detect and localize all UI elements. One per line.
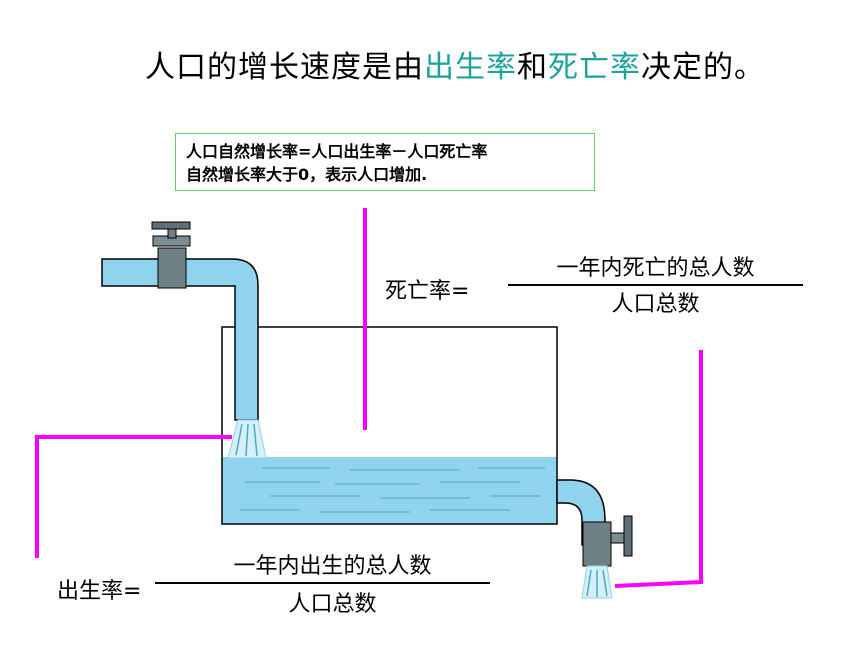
water-ripples (240, 467, 545, 513)
birth-rate-denominator: 人口总数 (288, 592, 377, 617)
inlet-faucet (151, 221, 191, 289)
natural-growth-formula: 人口自然增长率=人口出生率－人口死亡率 (186, 142, 488, 161)
death-rate-numerator: 一年内死亡的总人数 (556, 256, 755, 281)
birth-rate-numerator: 一年内出生的总人数 (233, 554, 432, 579)
headline-part1: 人口的增长速度是由 (145, 50, 424, 85)
outlet-faucet (582, 515, 633, 567)
headline-death-rate: 死亡率 (548, 50, 641, 85)
birth-rate-fraction-bar (155, 582, 490, 584)
birth-rate-label: 出生率= (57, 579, 142, 604)
headline: 人口的增长速度是由出生率和死亡率决定的。 (145, 42, 765, 86)
death-pointer-line (614, 350, 703, 588)
inlet-stream-lines (235, 423, 258, 457)
tank-water (222, 457, 557, 524)
birth-pointer-line (35, 435, 232, 558)
natural-growth-note: 自然增长率大于0，表示人口增加. (186, 165, 428, 184)
outlet-stream-lines (586, 569, 608, 597)
inlet-pipe (101, 258, 259, 421)
headline-part2: 决定的。 (641, 50, 765, 85)
death-rate-fraction-bar (508, 284, 803, 286)
headline-birth-rate: 出生率 (424, 50, 517, 85)
death-rate-label: 死亡率= (385, 279, 470, 304)
death-rate-denominator: 人口总数 (611, 292, 700, 317)
natural-growth-box: 人口自然增长率=人口出生率－人口死亡率 自然增长率大于0，表示人口增加. (175, 133, 595, 191)
headline-and: 和 (517, 50, 548, 85)
tank-outline (221, 326, 558, 525)
